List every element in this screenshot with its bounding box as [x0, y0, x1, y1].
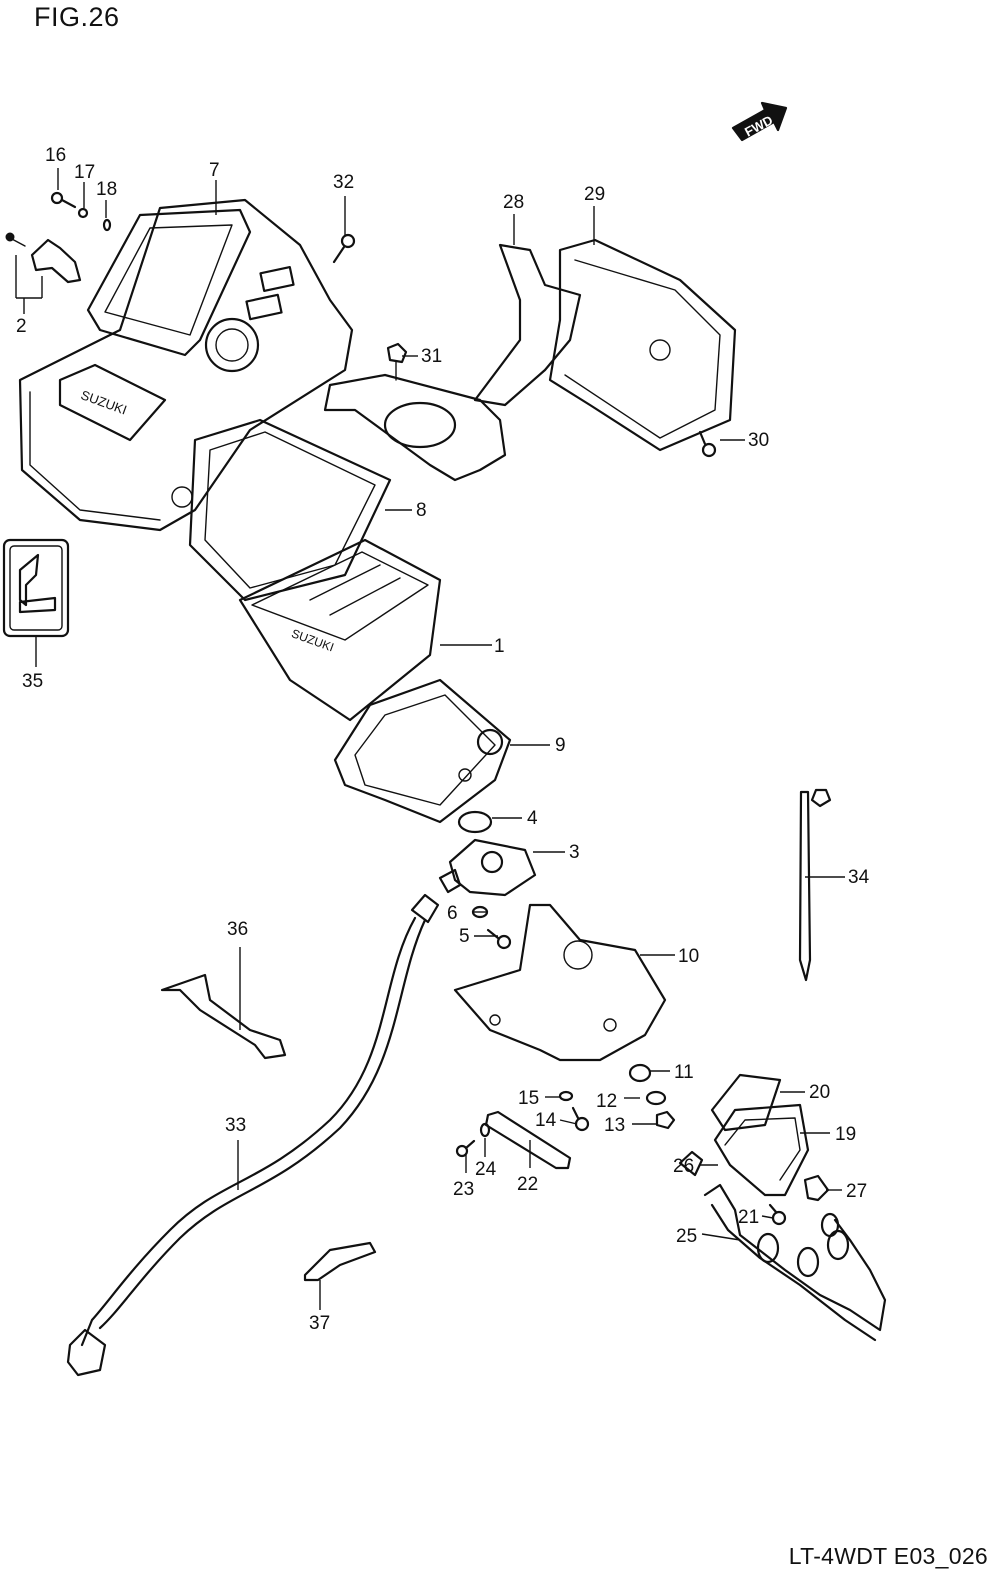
meter-panel-28: [323, 243, 582, 482]
cable-tie-34: [798, 788, 832, 982]
callout-13: 13: [604, 1115, 625, 1136]
callout-30: 30: [748, 430, 769, 451]
callout-32: 32: [333, 172, 354, 193]
wire-clip-36: [160, 973, 287, 1060]
drive-gear-unit-3: [438, 838, 537, 897]
callout-33: 33: [225, 1115, 246, 1136]
wiring-harness-25: [703, 1183, 887, 1342]
callout-35: 35: [22, 671, 43, 692]
screw-30: [698, 430, 717, 458]
cushion-11: [628, 1063, 652, 1083]
svg-text:SUZUKI: SUZUKI: [290, 626, 336, 654]
callout-5: 5: [459, 926, 470, 947]
callout-1: 1: [494, 636, 505, 657]
callout-31: 31: [421, 346, 442, 367]
screw-23: [455, 1139, 476, 1158]
nut-13: [655, 1110, 676, 1130]
screw-21: [768, 1203, 787, 1226]
callout-26: 26: [673, 1156, 694, 1177]
svg-text:SUZUKI: SUZUKI: [79, 387, 129, 417]
plate-22: [484, 1110, 572, 1170]
callout-numbers: 1 2 3 4 5 6 7 8 9 10 11 12 13 14 15 16 1…: [16, 145, 870, 1334]
callout-21: 21: [738, 1207, 759, 1228]
callout-22: 22: [517, 1174, 538, 1195]
washer-18: [102, 218, 112, 232]
callout-11: 11: [674, 1062, 694, 1083]
callout-18: 18: [96, 179, 117, 200]
callout-23: 23: [453, 1179, 474, 1200]
callout-3: 3: [569, 842, 580, 863]
speedometer-cable-33: [66, 893, 440, 1377]
drawing-code: LT-4WDT E03_026: [788, 1543, 988, 1569]
callout-2: 2: [16, 316, 27, 337]
wire-clip-37: [303, 1241, 377, 1282]
callout-9: 9: [555, 735, 566, 756]
meter-bracket-10: [453, 903, 667, 1062]
callout-14: 14: [535, 1110, 557, 1131]
screw-32: [332, 233, 356, 264]
callout-28: 28: [503, 192, 524, 213]
clip-31: [386, 342, 408, 381]
trip-knob: [5, 232, 82, 284]
leader-lines: [15, 168, 845, 1310]
fwd-arrow-icon: FWD: [731, 101, 788, 142]
callout-15: 15: [518, 1088, 539, 1109]
callout-7: 7: [209, 160, 220, 181]
bulb-27: [803, 1174, 830, 1202]
callout-34: 34: [848, 867, 870, 888]
screw-14: [571, 1106, 590, 1132]
screw-5: [486, 928, 512, 950]
callout-37: 37: [309, 1313, 330, 1334]
callout-6: 6: [447, 903, 458, 924]
lamp-socket-cover-19: [713, 1103, 810, 1197]
callout-16: 16: [45, 145, 66, 166]
washer-17: [77, 207, 89, 219]
callout-20: 20: [809, 1082, 830, 1103]
lamp-window-20: [710, 1073, 782, 1132]
meter-assembly: SUZUKI: [238, 538, 442, 722]
callout-29: 29: [584, 184, 605, 205]
fwd-label: FWD: [742, 112, 775, 139]
callout-17: 17: [74, 162, 95, 183]
bulb-26: [678, 1150, 704, 1177]
callout-8: 8: [416, 500, 427, 521]
screw-16: [50, 191, 77, 209]
callout-10: 10: [678, 946, 699, 967]
decal-35: [2, 538, 70, 638]
callout-4: 4: [527, 808, 538, 829]
meter-cover-housing: SUZUKI: [18, 198, 354, 532]
callout-27: 27: [846, 1181, 867, 1202]
o-ring-4: [457, 810, 493, 834]
meter-lower-case: [333, 678, 512, 824]
figure-title: FIG.26: [34, 2, 120, 32]
washer-15: [558, 1090, 574, 1102]
callout-36: 36: [227, 919, 248, 940]
washer-24: [479, 1122, 491, 1138]
meter-gasket-frame: [188, 418, 392, 602]
washer-12: [645, 1090, 667, 1106]
callout-19: 19: [835, 1124, 856, 1145]
meter-panel-cover-29: [548, 238, 737, 452]
callout-25: 25: [676, 1226, 697, 1247]
callout-12: 12: [596, 1091, 617, 1112]
callout-24: 24: [475, 1159, 497, 1180]
